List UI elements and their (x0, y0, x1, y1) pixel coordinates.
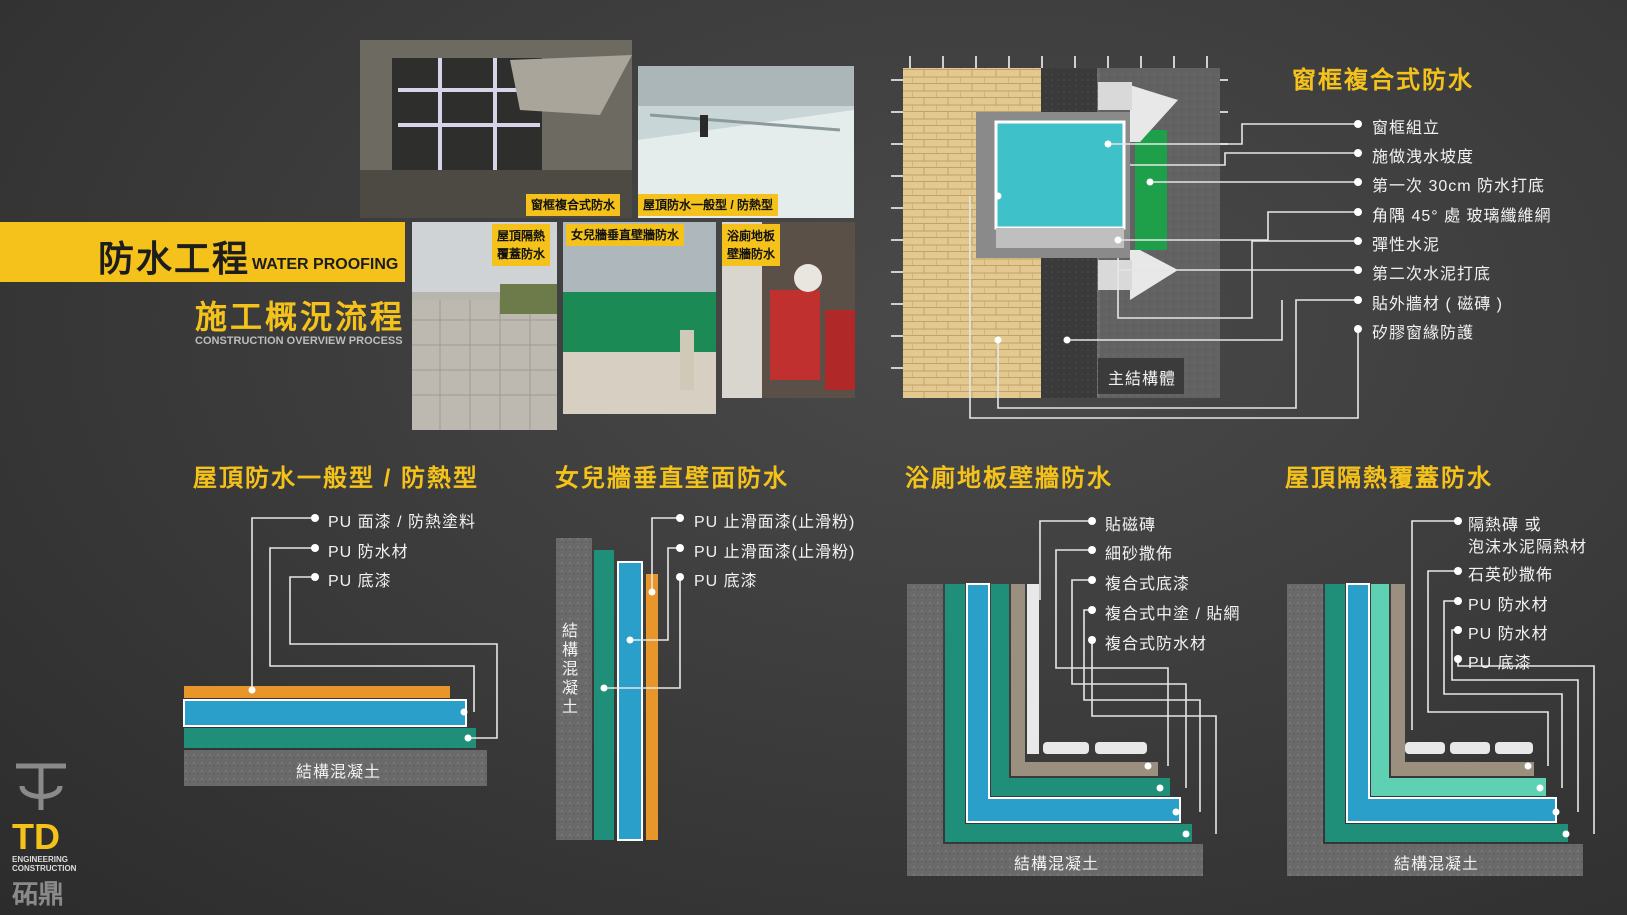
photo-tag-insulation-line1: 屋頂隔熱 (497, 229, 546, 243)
photo-tag-bathroom: 浴廁地板 壁牆防水 (722, 224, 781, 266)
insulation-base-label: 結構混凝土 (1394, 856, 1480, 873)
roof-section-title: 屋頂防水一般型 / 防熱型 (193, 465, 480, 492)
logo-text: TD (12, 816, 60, 857)
parapet-section-title: 女兒牆垂直壁面防水 (555, 465, 789, 492)
bathroom-layer-label: 複合式中塗 / 貼網 (1105, 606, 1241, 623)
page-subtitle: 施工概況流程 (195, 299, 406, 335)
parapet-layer-label: PU 止滑面漆(止滑粉) (694, 544, 856, 561)
insulation-layer-label: 石英砂撒佈 (1468, 567, 1554, 584)
photo-parapet (563, 222, 716, 414)
window-leaders (969, 123, 1359, 419)
window-layer-label: 彈性水泥 (1372, 237, 1441, 254)
logo-subtext: ENGINEERING CONSTRUCTION (12, 855, 76, 873)
structure-label: 主結構體 (1108, 371, 1177, 388)
photo-window (360, 40, 632, 218)
parapet-layer-label: PU 底漆 (694, 573, 758, 590)
roof-layer-label: PU 底漆 (328, 573, 392, 590)
photo-tag-window: 窗框複合式防水 (526, 194, 621, 216)
roof-base-label: 結構混凝土 (296, 764, 382, 781)
insulation-layer-label: PU 底漆 (1468, 655, 1532, 672)
logo-line1: ENGINEERING (12, 855, 69, 864)
window-layer-label: 第一次 30cm 防水打底 (1372, 178, 1546, 195)
logo-line2: CONSTRUCTION (12, 864, 77, 873)
roof-layer-label: PU 防水材 (328, 544, 409, 561)
page-title: 防水工程 (98, 238, 251, 279)
roof-leaders (251, 517, 498, 739)
insulation-layer-label: 泡沫水泥隔熱材 (1468, 539, 1588, 556)
bathroom-layer-label: 複合式防水材 (1105, 636, 1208, 653)
window-diagram (891, 56, 1228, 398)
window-layer-label: 施做洩水坡度 (1372, 149, 1475, 166)
insulation-section-title: 屋頂隔熱覆蓋防水 (1285, 465, 1493, 492)
window-layer-label: 貼外牆材 ( 磁磚 ) (1372, 296, 1503, 313)
bathroom-layer-label: 貼磁磚 (1105, 517, 1157, 534)
page-title-en: WATER PROOFING (252, 256, 399, 273)
title-banner (0, 222, 405, 282)
bathroom-base-label: 結構混凝土 (1014, 856, 1100, 873)
logo-mark-icon (16, 763, 66, 810)
photo-tag-bathroom-line1: 浴廁地板 (727, 229, 776, 243)
photo-tag-insulation: 屋頂隔熱 覆蓋防水 (492, 224, 551, 266)
bathroom-diagram (907, 583, 1203, 876)
photo-roof (638, 66, 854, 218)
parapet-base-label: 結構混凝土 (562, 623, 580, 716)
page-subtitle-en: CONSTRUCTION OVERVIEW PROCESS (195, 335, 403, 347)
window-layer-label: 角隅 45° 處 玻璃纖維網 (1372, 208, 1552, 225)
parapet-layer-label: PU 止滑面漆(止滑粉) (694, 514, 856, 531)
insulation-layer-label: PU 防水材 (1468, 597, 1549, 614)
photo-tag-parapet: 女兒牆垂直壁牆防水 (566, 224, 685, 246)
window-diagram-title: 窗框複合式防水 (1292, 67, 1474, 94)
roof-layer-label: PU 面漆 / 防熱塗料 (328, 514, 477, 531)
photo-tag-insulation-line2: 覆蓋防水 (497, 247, 546, 261)
window-leader-dots (994, 120, 1362, 344)
logo-name: 砳鼎 (12, 879, 65, 909)
insulation-layer-label: PU 防水材 (1468, 626, 1549, 643)
bathroom-layer-label: 複合式底漆 (1105, 576, 1191, 593)
insulation-diagram (1287, 583, 1583, 876)
parapet-diagram (556, 538, 658, 841)
window-layer-label: 窗框組立 (1372, 120, 1441, 137)
bathroom-section-title: 浴廁地板壁牆防水 (905, 465, 1113, 492)
photo-tag-bathroom-line2: 壁牆防水 (727, 247, 776, 261)
parapet-leaders (604, 517, 681, 689)
window-layer-label: 矽膠窗緣防護 (1372, 325, 1475, 342)
window-layer-label: 第二次水泥打底 (1372, 266, 1492, 283)
roof-diagram (183, 686, 487, 786)
insulation-layer-label: 隔熱磚 或 (1468, 517, 1542, 534)
bathroom-layer-label: 細砂撒佈 (1105, 546, 1174, 563)
bathroom-leaders (1039, 520, 1217, 834)
photo-tag-roof: 屋頂防水一般型 / 防熱型 (638, 194, 779, 216)
